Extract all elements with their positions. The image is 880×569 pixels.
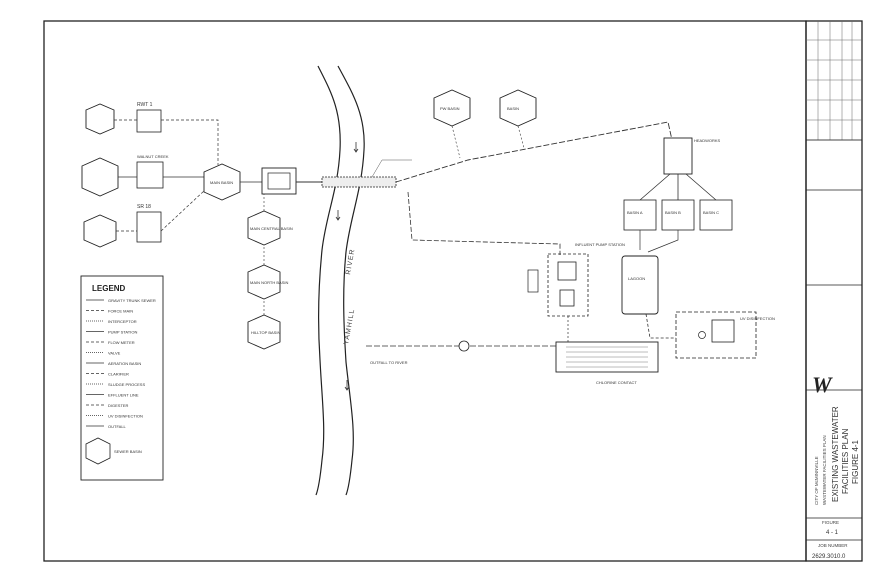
lagoon-label: LAGOON xyxy=(628,276,645,281)
interceptor-line xyxy=(395,121,673,183)
legend-item-label: FLOW METER xyxy=(108,340,135,345)
headworks-box xyxy=(663,137,693,175)
legend: LEGEND GRAVITY TRUNK SEWER FORCE MAIN INTE… xyxy=(80,275,164,481)
basin-label: MAIN CENTRAL BASIN xyxy=(250,226,293,231)
chlorine-label: CHLORINE CONTACT xyxy=(596,380,637,385)
uv-label: UV DISINFECTION xyxy=(740,316,775,321)
headworks-label: HEADWORKS xyxy=(694,138,721,143)
meter-box xyxy=(527,269,539,293)
river: YAMHILL RIVER xyxy=(315,65,365,496)
pump-unit xyxy=(559,289,575,307)
collection-system: RWT 1 WALNUT CREEK SR 18 MAIN BASIN MAIN… xyxy=(81,102,322,350)
legend-basin-symbol xyxy=(85,437,111,465)
owner-line: CITY OF McMINNVILLE xyxy=(814,456,819,505)
lagoon-box xyxy=(621,255,659,315)
river-bank-west xyxy=(315,65,341,496)
flow-line xyxy=(639,230,679,253)
legend-item-label: UV DISINFECTION xyxy=(108,414,143,419)
basin-label: BASIN xyxy=(507,106,519,111)
pump-label: INFLUENT PUMP STATION xyxy=(575,242,625,247)
uv-unit xyxy=(711,319,735,343)
sewer-basin-symbol xyxy=(433,89,471,127)
sewer-basin-symbol xyxy=(81,157,119,197)
flow-arrow-icon xyxy=(344,380,350,391)
pump-station-box xyxy=(136,161,164,189)
treatment-basin xyxy=(699,199,733,231)
pump-station-box xyxy=(136,211,162,243)
force-main-line xyxy=(407,191,561,255)
title-block: W CITY OF McMINNVILLE WASTEWATER FACILIT… xyxy=(806,21,862,560)
legend-title: LEGEND xyxy=(92,284,126,293)
sewer-basin-symbol xyxy=(499,89,537,127)
basin-label: MAIN BASIN xyxy=(210,180,233,185)
river-crossing xyxy=(321,159,412,188)
pump-station-inner xyxy=(267,172,291,190)
pump-station-label: SR 18 xyxy=(137,204,151,210)
treatment-basin xyxy=(661,199,695,231)
legend-item-label: GRAVITY TRUNK SEWER xyxy=(108,298,156,303)
sewer-basin-symbol xyxy=(85,103,115,135)
valve-icon xyxy=(698,331,706,339)
pump-station-label: RWT 1 xyxy=(137,102,153,108)
figure-number: 4 - 1 xyxy=(826,530,839,536)
subtitle-line: WASTEWATER FACILITIES PLAN xyxy=(822,435,827,505)
flow-line xyxy=(639,173,717,201)
legend-symbol-label: SEWER BASIN xyxy=(114,449,142,454)
treatment-basin-label: BASIN B xyxy=(665,210,681,215)
effluent-line xyxy=(645,313,676,339)
drawing-title-1: EXISTING WASTEWATER xyxy=(831,406,840,502)
basin-label: MAIN NORTH BASIN xyxy=(250,280,288,285)
pump-station-box xyxy=(136,109,162,133)
figure-label: FIGURE xyxy=(822,520,839,525)
firm-logo: W xyxy=(812,372,833,397)
river-name: YAMHILL xyxy=(343,308,356,345)
baffle-line xyxy=(566,346,648,368)
legend-item-label: VALVE xyxy=(108,351,121,356)
treatment-plant: PW BASIN BASIN HEADWORKS BASIN A BASIN B… xyxy=(364,89,775,385)
sewer-basin-symbol xyxy=(203,163,241,201)
drawing-title-3: FIGURE 4-1 xyxy=(851,439,860,484)
gravity-sewer-line xyxy=(116,189,206,232)
sewer-basin-symbol xyxy=(83,214,117,248)
outfall-label: OUTFALL TO RIVER xyxy=(370,360,408,365)
legend-item-label: INTERCEPTOR xyxy=(108,319,137,324)
legend-item-label: AERATION BASIN xyxy=(108,361,141,366)
river-name-2: RIVER xyxy=(345,248,356,275)
flow-arrow-icon xyxy=(335,210,341,221)
flow-arrow-icon xyxy=(353,142,359,153)
pump-unit xyxy=(557,261,577,281)
drawing-title-2: FACILITIES PLAN xyxy=(841,428,850,494)
river-bank-east xyxy=(337,65,365,496)
flow-meter-icon xyxy=(458,340,470,352)
treatment-basin-label: BASIN A xyxy=(627,210,643,215)
job-number: 2629.3010.0 xyxy=(812,554,846,560)
legend-item-label: SLUDGE PROCESS xyxy=(108,382,145,387)
gravity-sewer-line xyxy=(114,119,219,165)
legend-item-label: OUTFALL xyxy=(108,424,127,429)
legend-item-label: FORCE MAIN xyxy=(108,309,133,314)
pump-station-box xyxy=(261,167,297,195)
collector-line xyxy=(451,125,525,159)
uv-box xyxy=(675,311,757,359)
legend-item-label: CLARIFIER xyxy=(108,372,129,377)
basin-label: PW BASIN xyxy=(440,106,460,111)
revision-grid xyxy=(806,21,862,141)
legend-item-label: DIGESTER xyxy=(108,403,129,408)
treatment-basin-label: BASIN C xyxy=(703,210,719,215)
legend-item-label: PUMP STATION xyxy=(108,330,137,335)
crossing-pipe xyxy=(321,176,397,188)
legend-item-label: EFFLUENT LINE xyxy=(108,393,139,398)
basin-label: HILLTOP BASIN xyxy=(251,330,280,335)
crossing-leader xyxy=(371,159,412,178)
job-label: JOB NUMBER xyxy=(818,543,848,548)
title-block-border xyxy=(805,20,863,562)
treatment-basin xyxy=(623,199,657,231)
legend-items: GRAVITY TRUNK SEWER FORCE MAIN INTERCEPTOR… xyxy=(86,298,156,429)
pump-station-label: WALNUT CREEK xyxy=(137,154,169,159)
